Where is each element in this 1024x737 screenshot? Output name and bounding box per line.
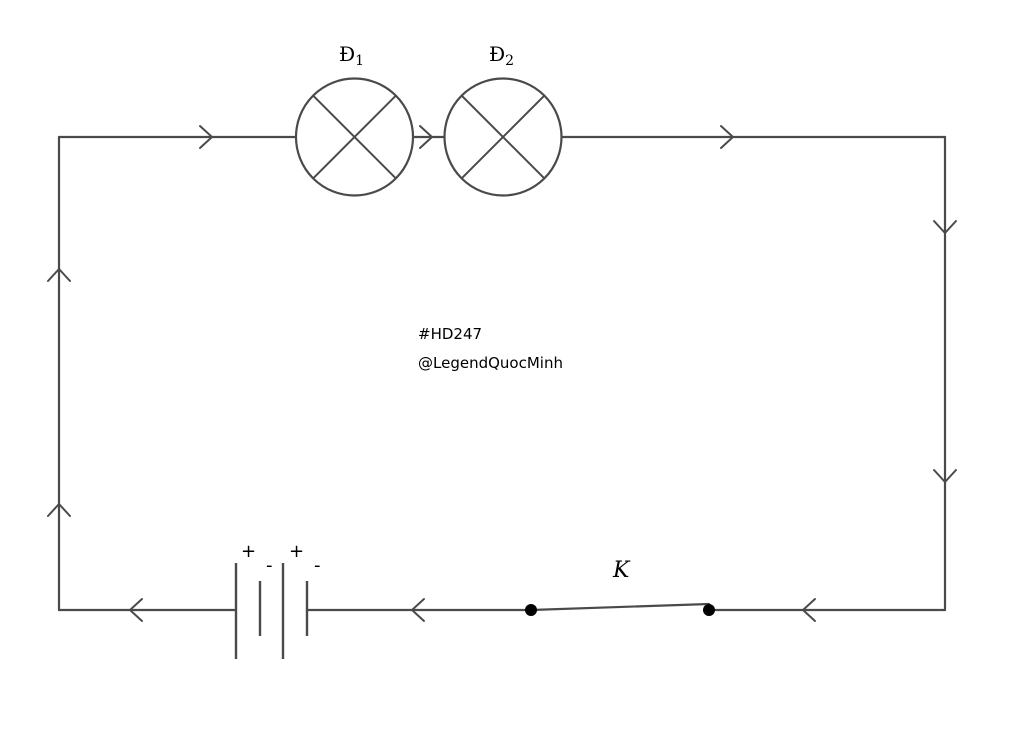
- arrow-left-icon: [802, 598, 816, 622]
- arrow-left-icon: [129, 598, 143, 622]
- battery: + - + -: [234, 541, 321, 659]
- arrow-up-icon: [47, 503, 71, 517]
- arrow-down-icon: [933, 469, 957, 483]
- lamp-2-letter: Đ: [489, 42, 505, 66]
- lamp-2-cross-b: [460, 94, 546, 180]
- lamp-1-index: 1: [355, 53, 364, 69]
- battery-cell-1-minus: -: [266, 555, 273, 576]
- battery-cell-2-plus: +: [289, 541, 304, 562]
- switch-left-terminal: [525, 604, 537, 616]
- arrow-right-icon: [720, 125, 734, 149]
- arrow-right-icon: [419, 125, 433, 149]
- switch-right-terminal: [703, 604, 715, 616]
- arrow-up-icon: [47, 268, 71, 282]
- arrow-down-icon: [933, 220, 957, 234]
- switch-k: K: [525, 558, 715, 616]
- battery-cell-2-minus: -: [314, 555, 321, 576]
- current-arrows: [47, 125, 957, 622]
- lamp-2-index: 2: [505, 53, 514, 69]
- watermark-line-2: @LegendQuocMinh: [418, 354, 563, 372]
- lamp-2: Đ2: [443, 42, 563, 197]
- lamp-2-label: Đ2: [489, 42, 514, 69]
- switch-label: K: [612, 558, 631, 583]
- lamp-1-letter: Đ: [339, 42, 355, 66]
- arrow-left-icon: [411, 598, 425, 622]
- lamp-1-cross-b: [312, 94, 397, 180]
- battery-cell-1-plus: +: [241, 541, 256, 562]
- lamp-1: Đ1: [294, 42, 415, 197]
- lamp-1-label: Đ1: [339, 42, 364, 69]
- arrow-right-icon: [199, 125, 213, 149]
- wires: [57, 135, 947, 612]
- switch-lever: [529, 602, 711, 612]
- watermark: #HD247 @LegendQuocMinh: [418, 325, 563, 372]
- watermark-line-1: #HD247: [418, 325, 482, 343]
